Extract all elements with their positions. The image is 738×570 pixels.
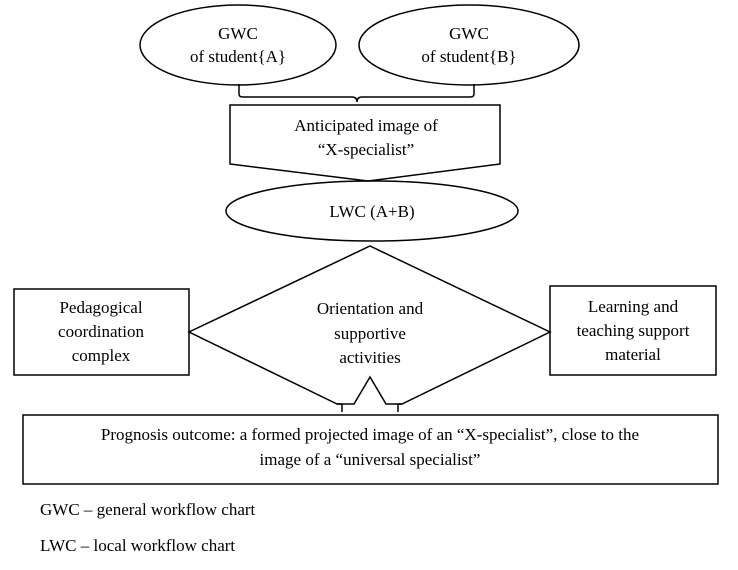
right-box-line3: material	[605, 345, 661, 364]
legend-gwc: GWC – general workflow chart	[40, 500, 256, 519]
lwc-label: LWC (A+B)	[329, 202, 414, 221]
center-line1: Orientation and	[317, 299, 424, 318]
center-line2: supportive	[334, 324, 406, 343]
anticipated-funnel	[229, 104, 501, 182]
right-box	[549, 285, 717, 376]
outcome-line1: Prognosis outcome: a formed projected im…	[101, 425, 639, 444]
student-b-line2: of student{B}	[421, 47, 516, 66]
up-arrow-base	[337, 403, 402, 412]
outcome-line2: image of a “universal specialist”	[260, 450, 481, 469]
student-b-line1: GWC	[449, 24, 489, 43]
left-box-line2: coordination	[58, 322, 144, 341]
right-box-line1: Learning and	[588, 297, 679, 316]
center-line3: activities	[339, 348, 400, 367]
student-a-line1: GWC	[218, 24, 258, 43]
left-box-line3: complex	[72, 346, 131, 365]
student-a-line2: of student{A}	[190, 47, 286, 66]
left-box-line1: Pedagogical	[59, 298, 142, 317]
right-box-line2: teaching support	[577, 321, 690, 340]
student-b-ellipse	[358, 4, 580, 86]
anticipated-line1: Anticipated image of	[294, 116, 438, 135]
merge-brace	[238, 84, 475, 103]
outcome-box	[22, 414, 719, 485]
anticipated-line2: “X-specialist”	[318, 140, 414, 159]
lwc-ellipse	[225, 180, 519, 242]
orientation-diamond	[187, 245, 552, 405]
legend-lwc: LWC – local workflow chart	[40, 536, 236, 555]
student-a-ellipse	[139, 4, 337, 86]
